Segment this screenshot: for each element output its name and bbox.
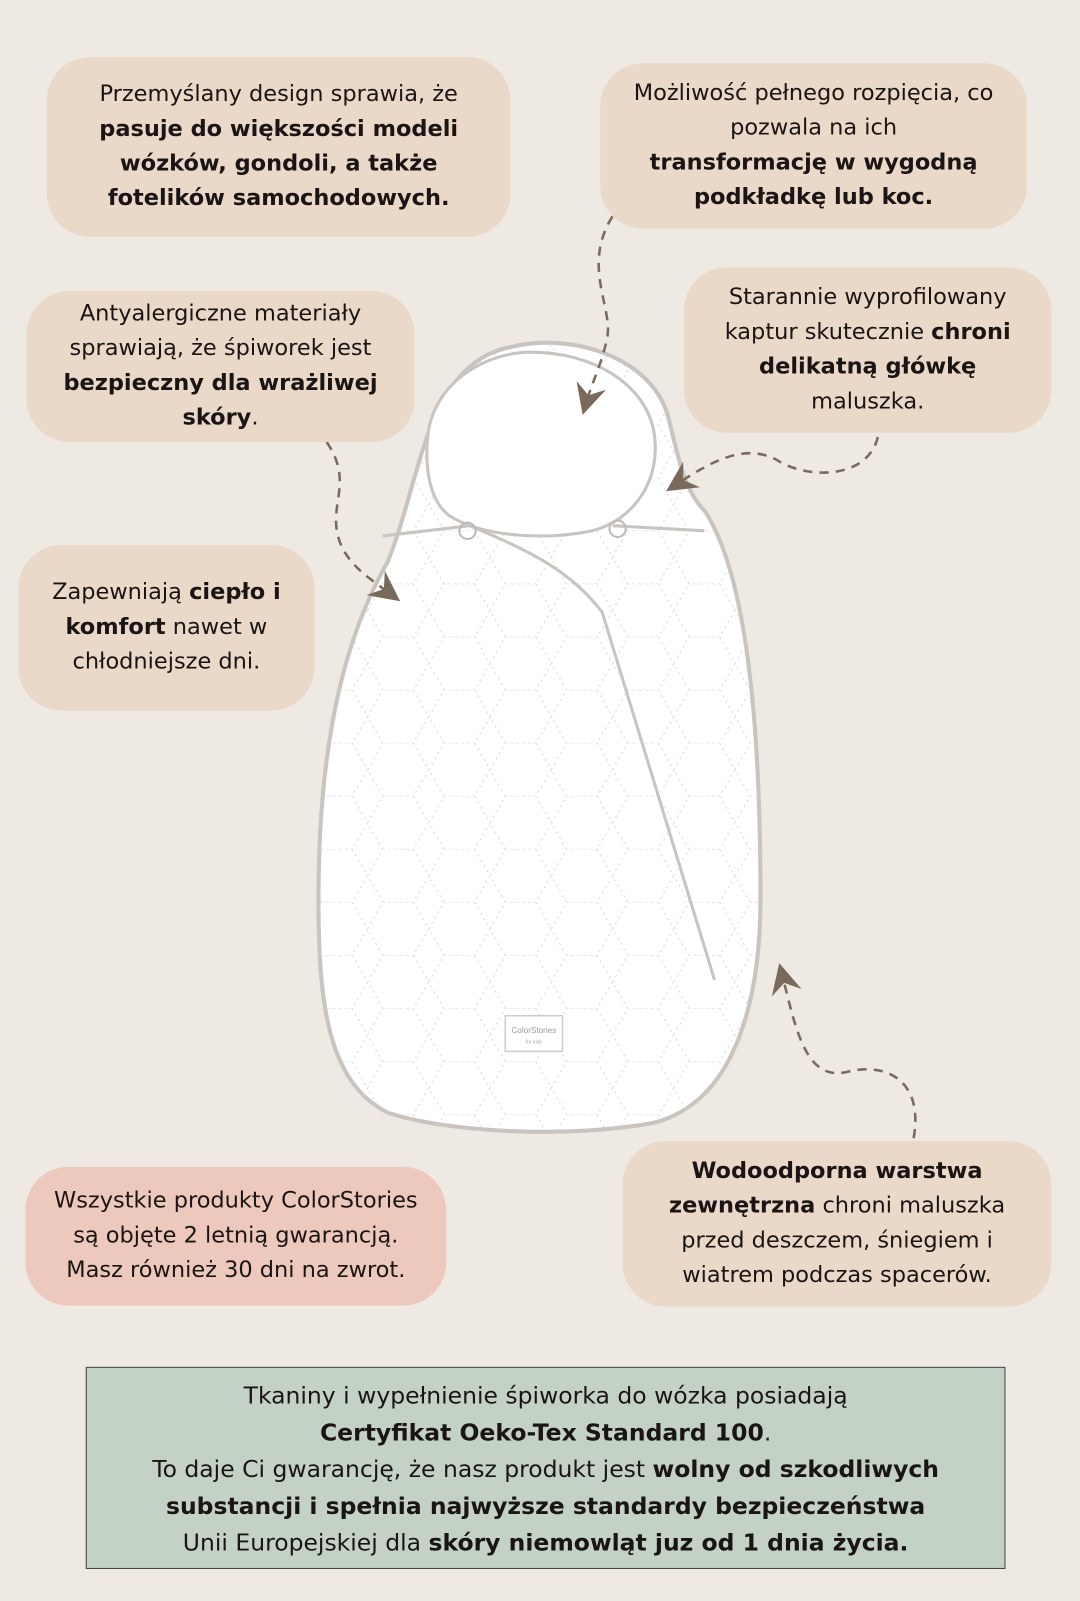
certificate-text: Tkaniny i wypełnienie śpiworka do wózka … xyxy=(243,1383,848,1410)
callout-hood: Starannie wyprofilowany kaptur skuteczni… xyxy=(683,267,1052,433)
callout-bold-text: chroni delikatną główkę xyxy=(759,319,1011,380)
callout-bold-text: pasuje do większości modeli wózków, gond… xyxy=(99,116,459,212)
brand-label-subtext: for kids xyxy=(526,1039,543,1045)
sleeping-bag: ColorStories for kids xyxy=(316,340,763,1134)
certificate-text: . xyxy=(763,1419,772,1447)
brand-label xyxy=(504,1014,564,1053)
callout-text: Zapewniają xyxy=(52,579,182,606)
certificate-text: Unii Europejskiej dla xyxy=(182,1530,422,1557)
callout-text: Możliwość pełnego rozpięcia, co pozwala … xyxy=(633,80,994,141)
callout-bold-text: Wodoodporna warstwa zewnętrzna xyxy=(669,1158,983,1219)
callout-text: maluszka. xyxy=(811,388,925,415)
callout-bold-text: ciepło i komfort xyxy=(65,579,281,641)
arrow-waterproof xyxy=(771,963,917,1139)
brand-label-text: ColorStories xyxy=(511,1026,556,1035)
callout-text: chroni maluszka przed deszczem, śniegiem… xyxy=(681,1193,1006,1289)
callout-text: Wszystkie produkty ColorStories są objęt… xyxy=(54,1188,418,1284)
callout-antiallergic: Antyalergiczne materiały sprawiają, że ś… xyxy=(26,290,415,443)
callout-text: nawet w chłodniejsze dni. xyxy=(72,614,268,675)
callout-warmth: Zapewniają ciepło i komfort nawet w chło… xyxy=(18,545,315,711)
callout-text: Antyalergiczne materiały sprawiają, że ś… xyxy=(69,301,372,362)
callout-bold-text: transformację w wygodną podkładkę lub ko… xyxy=(649,150,978,211)
callout-bold-text: bezpieczny dla wrażliwej skóry xyxy=(63,370,378,431)
certificate-text: To daje Ci gwarancję, że nasz produkt je… xyxy=(152,1456,646,1484)
certificate-bold-text: skóry niemowląt juz od 1 dnia życia. xyxy=(428,1530,909,1557)
callout-warranty: Wszystkie produkty ColorStories są objęt… xyxy=(25,1166,447,1306)
certificate-bold-text: wolny od szkodliwych substancji i spełni… xyxy=(165,1456,940,1520)
arrow-hood xyxy=(666,436,880,492)
certificate-bold-text: Certyfikat Oeko-Tex Standard 100 xyxy=(319,1419,764,1447)
certificate-box: Tkaniny i wypełnienie śpiworka do wózka … xyxy=(85,1366,1006,1569)
callout-design: Przemyślany design sprawia, że pasuje do … xyxy=(46,57,511,237)
callout-text: . xyxy=(251,405,259,431)
arrow-antiallergic xyxy=(325,441,401,602)
arrow-unzip xyxy=(576,215,614,415)
callout-text: Starannie wyprofilowany kaptur skuteczni… xyxy=(724,284,1007,346)
callout-text: Przemyślany design sprawia, że xyxy=(99,81,458,108)
callout-waterproof: Wodoodporna warstwa zewnętrzna chroni ma… xyxy=(622,1141,1052,1307)
callout-unzip: Możliwość pełnego rozpięcia, co pozwala … xyxy=(600,63,1027,229)
